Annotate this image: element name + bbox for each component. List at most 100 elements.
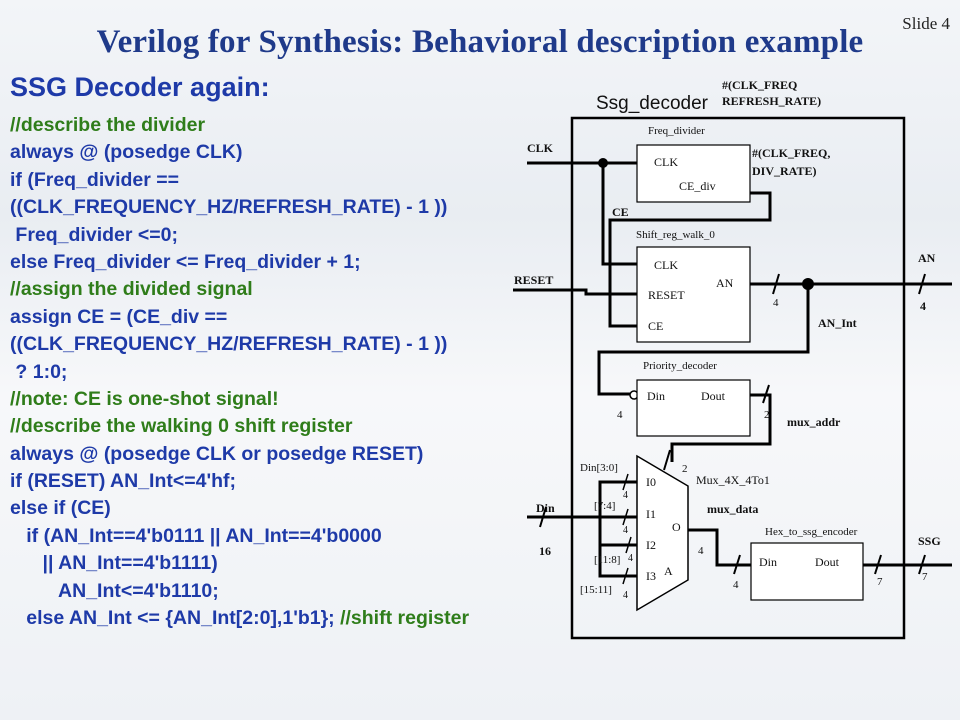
code-line: assign CE = (CE_div == xyxy=(10,304,610,331)
code-statement: ((CLK_FREQUENCY_HZ/REFRESH_RATE) - 1 )) xyxy=(10,196,448,219)
code-comment: //assign the divided signal xyxy=(10,278,253,301)
ssg-width-inner: 7 xyxy=(877,576,883,588)
mux-name: Mux_4X_4To1 xyxy=(696,473,770,487)
reset-wire xyxy=(513,288,637,296)
ssg-output-width: 7 xyxy=(922,571,928,583)
code-line: || AN_Int==4'b1111) xyxy=(10,550,610,577)
shift-reg-ce-port: CE xyxy=(648,319,663,333)
code-statement: if (Freq_divider == xyxy=(10,168,180,191)
code-statement: assign CE = (CE_div == xyxy=(10,305,228,328)
ssg-bus-tick-outer xyxy=(918,554,926,575)
an-output-label: AN xyxy=(918,251,936,265)
shift-reg-block xyxy=(636,246,751,343)
shift-reg-clk-port: CLK xyxy=(654,258,678,272)
din-slice1-label: [7:4] xyxy=(594,500,615,512)
code-comment: //describe the divider xyxy=(10,114,206,136)
code-line: //assign the divided signal xyxy=(10,276,610,303)
an-bus-tick-inner xyxy=(772,273,780,295)
i3-bus-tick xyxy=(622,567,629,585)
din-slice0-label: Din[3:0] xyxy=(580,462,618,474)
code-line: ? 1:0; xyxy=(10,359,610,386)
module-param-line-1: #(CLK_FREQ xyxy=(722,78,797,92)
section-heading: SSG Decoder again: xyxy=(10,72,270,102)
freq-divider-clk-port: CLK xyxy=(654,155,678,169)
clk-input-label: CLK xyxy=(527,141,554,155)
din-slice2-label: [11:8] xyxy=(594,554,620,566)
priority-decoder-dout-port: Dout xyxy=(701,389,726,403)
module-outline xyxy=(570,116,906,640)
mux-select-bus-tick xyxy=(663,449,671,471)
encoder-din-width: 4 xyxy=(733,579,739,591)
code-line: else AN_Int <= {AN_Int[2:0],1'b1}; //shi… xyxy=(10,605,610,632)
mux-addr-bus-tick xyxy=(762,384,770,404)
clk-to-shift-reg-wire xyxy=(601,163,637,266)
code-comment: //describe the walking 0 shift register xyxy=(10,415,353,438)
mux-input-i0: I0 xyxy=(646,475,656,489)
din-slice0-wire xyxy=(598,480,637,517)
an-width-inner: 4 xyxy=(773,297,779,309)
code-line: always @ (posedge CLK or posedge RESET) xyxy=(10,441,610,468)
code-statement: ((CLK_FREQUENCY_HZ/REFRESH_RATE) - 1 )) xyxy=(10,333,448,356)
mux-input-i2: I2 xyxy=(646,538,656,552)
code-comment: //note: CE is one-shot signal! xyxy=(10,387,279,410)
ssg-bus-tick-inner xyxy=(874,554,882,575)
code-comment: //shift register xyxy=(340,607,470,630)
din-bus-tick xyxy=(539,506,547,528)
slide-title: Verilog for Synthesis: Behavioral descri… xyxy=(96,24,864,60)
module-name-label: Ssg_decoder xyxy=(596,93,709,114)
hex-encoder-din-port: Din xyxy=(759,555,777,569)
din-input-width: 16 xyxy=(539,544,551,558)
mux-select-width: 2 xyxy=(682,463,688,475)
code-line: ((CLK_FREQUENCY_HZ/REFRESH_RATE) - 1 )) xyxy=(10,194,610,221)
mux-data-wire xyxy=(688,528,751,567)
code-line: if (AN_Int==4'b0111 || AN_Int==4'b0000 xyxy=(10,523,610,550)
code-statement: || AN_Int==4'b1111) xyxy=(10,552,218,575)
freq-divider-ce-div-port: CE_div xyxy=(679,179,716,193)
din-slice3-label: [15:11] xyxy=(580,584,612,596)
code-line: //describe the walking 0 shift register xyxy=(10,413,610,440)
an-bus-tick-outer xyxy=(918,273,926,295)
mux-data-width: 4 xyxy=(698,545,704,557)
an-int-label: AN_Int xyxy=(818,316,857,330)
freq-divider-param-2: DIV_RATE) xyxy=(752,164,816,178)
shift-reg-reset-port: RESET xyxy=(648,288,685,302)
i3-width: 4 xyxy=(623,590,628,601)
an-int-wire xyxy=(597,284,810,396)
code-statement: if (RESET) AN_Int<=4'hf; xyxy=(10,470,237,493)
code-line: if (Freq_divider == xyxy=(10,167,610,194)
code-line: AN_Int<=4'b1110; xyxy=(10,578,610,605)
encoder-din-bus-tick xyxy=(733,554,741,575)
code-statement: AN_Int<=4'b1110; xyxy=(10,579,219,602)
hex-encoder-name: Hex_to_ssg_encoder xyxy=(765,526,858,538)
ce-wire xyxy=(608,191,772,328)
mux-block xyxy=(636,454,689,612)
slide-number: Slide 4 xyxy=(902,14,950,33)
hex-encoder-block xyxy=(750,542,864,601)
freq-divider-block xyxy=(636,144,751,203)
i0-bus-tick xyxy=(622,473,629,491)
mux-input-i3: I3 xyxy=(646,569,656,583)
mux-select-a: A xyxy=(664,564,673,578)
ssg-output-label: SSG xyxy=(918,534,941,548)
code-line: //describe the divider xyxy=(10,112,610,139)
mux-addr-wire xyxy=(670,393,772,462)
freq-divider-param-1: #(CLK_FREQ, xyxy=(752,146,830,160)
i2-width: 4 xyxy=(628,553,633,564)
code-statement: ? 1:0; xyxy=(10,360,68,383)
priority-decoder-din-port: Din xyxy=(647,389,665,403)
din-slice2-wire xyxy=(598,517,637,547)
code-statement: always @ (posedge CLK or posedge RESET) xyxy=(10,442,424,465)
code-statement: else AN_Int <= {AN_Int[2:0],1'b1}; xyxy=(10,607,341,630)
mux-addr-width: 2 xyxy=(764,409,770,421)
code-line: Freq_divider <=0; xyxy=(10,222,610,249)
module-param-line-2: REFRESH_RATE) xyxy=(722,94,821,108)
mux-data-label: mux_data xyxy=(707,502,758,516)
code-line: ((CLK_FREQUENCY_HZ/REFRESH_RATE) - 1 )) xyxy=(10,331,610,358)
shift-reg-name: Shift_reg_walk_0 xyxy=(636,229,715,241)
ce-label: CE xyxy=(612,205,629,219)
freq-divider-name: Freq_divider xyxy=(648,125,705,137)
code-line: //note: CE is one-shot signal! xyxy=(10,386,610,413)
priority-decoder-din-width: 4 xyxy=(617,409,623,421)
mux-addr-label: mux_addr xyxy=(787,415,841,429)
